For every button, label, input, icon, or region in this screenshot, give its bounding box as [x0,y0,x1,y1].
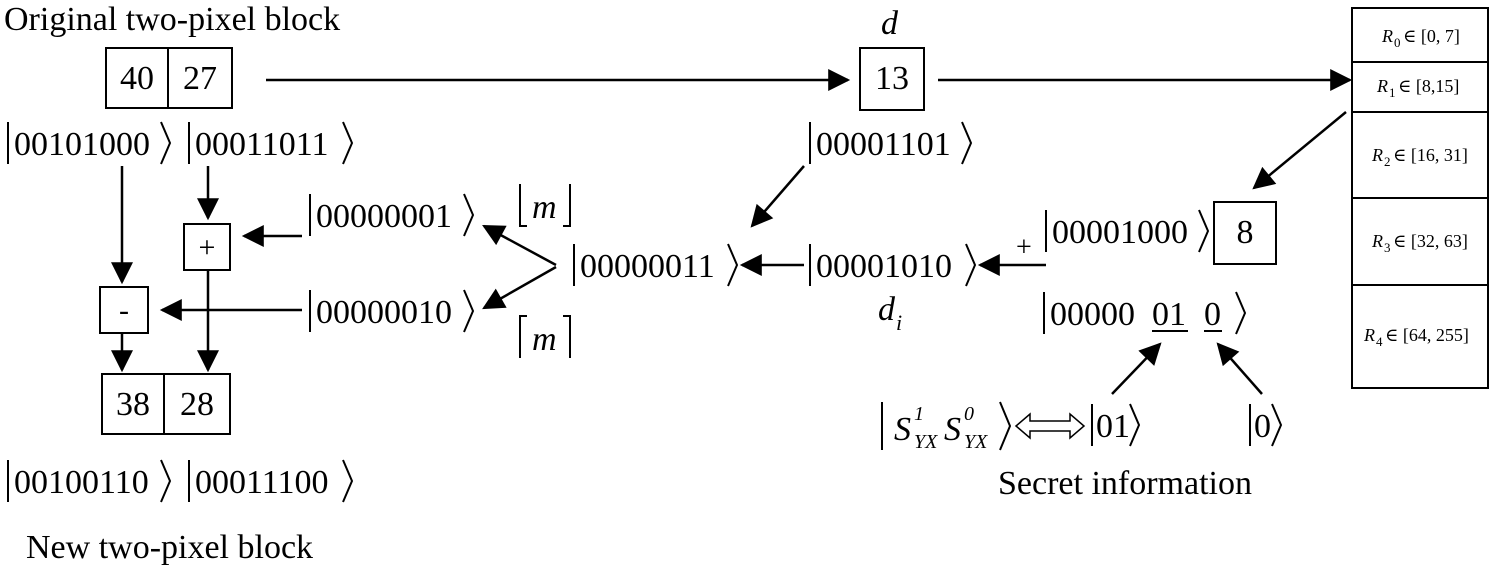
secret-s1-sup: 1 [914,403,924,425]
arrow-m-to-floor [482,224,557,267]
new-block-label: New two-pixel block [26,529,313,566]
range-r1: R 1 ∈ [8,15] [1376,76,1459,100]
secret-s1-sub: YX [914,431,938,453]
arrow-secret2-to-embed [1216,342,1263,395]
range-r0: R 0 ∈ [0, 7] [1381,26,1460,50]
secret-s0-sub: YX [964,431,988,453]
svg-text:m: m [532,189,557,226]
original-pixel-1-box [105,47,169,109]
svg-text:1: 1 [1389,85,1396,100]
new-pixel-2: 28 [180,386,214,423]
svg-text:R: R [1376,76,1388,96]
secret-bits1-ket: 01 [1091,403,1141,447]
floor-bits: 00000001 [316,198,452,235]
di-label-sub: i [896,310,902,335]
secret-s0: S [944,411,961,448]
original-bits-1: 00101000 [14,126,150,163]
original-pixel-1: 40 [120,60,154,97]
lower-bound-value: 8 [1237,214,1254,251]
secret-info-label: Secret information [998,465,1252,502]
original-bits-2: 00011011 [195,126,328,163]
svg-text:0: 0 [1394,35,1401,50]
m-bits: 00000011 [580,248,715,285]
svg-text:∈ [16, 31]: ∈ [16, 31] [1393,145,1468,165]
di-label: d [878,291,896,328]
svg-text:m: m [532,321,557,358]
plus-label: + [1016,232,1032,263]
di-bits-ket: 00001010 [809,243,977,287]
ceil-bits-ket: 00000010 [309,289,475,333]
embed-part2: 0 [1204,296,1221,333]
original-bits-2-ket: 00011011 [188,121,354,165]
original-bits-1-ket: 00101000 [7,121,172,165]
plus-op: + [199,231,216,264]
lower-bound-bits: 00001000 [1052,214,1188,251]
svg-text:2: 2 [1384,154,1391,169]
minus-op-box [99,286,149,334]
m-bits-ket: 00000011 [573,243,739,287]
svg-text:4: 4 [1376,334,1383,349]
arrow-range-to-lower-bound [1252,111,1347,190]
new-bits-2: 00011100 [195,464,328,501]
plus-op-box [183,223,231,271]
svg-text:∈ [8,15]: ∈ [8,15] [1398,76,1459,96]
new-pixel-1: 38 [116,386,150,423]
svg-text:R: R [1363,325,1375,345]
svg-text:R: R [1381,26,1393,46]
ceil-bits: 00000010 [316,294,452,331]
lower-bound-bits-ket: 00001000 [1045,209,1210,253]
svg-text:∈ [0, 7]: ∈ [0, 7] [1403,26,1460,46]
new-pixel-block: 38 28 [101,373,231,435]
lower-bound-box [1213,201,1277,265]
arrow-m-to-ceil [482,265,557,310]
secret-s0-sup: 0 [964,403,974,425]
new-bits-2-ket: 00011100 [188,459,354,503]
arrow-dbits-to-m [750,165,805,228]
original-block-label: Original two-pixel block [4,1,340,38]
svg-text:R: R [1371,231,1383,251]
d-bits-ket: 00001101 [809,121,973,165]
secret-bits1: 01 [1096,408,1130,445]
embed-ket: 00000 01 0 [1043,291,1247,335]
new-bits-1-ket: 00100110 [7,459,172,503]
svg-text:∈ [64, 255]: ∈ [64, 255] [1385,325,1469,345]
minus-op: - [119,294,129,327]
floor-bits-ket: 00000001 [309,193,475,237]
d-bits: 00001101 [816,126,951,163]
range-table: R 0 ∈ [0, 7] R 1 ∈ [8,15] R 2 ∈ [16, 31]… [1351,7,1489,389]
original-pixel-2-box [167,47,233,109]
secret-s1: S [894,411,911,448]
d-label: d [881,5,899,42]
secret-bits2: 0 [1254,408,1271,445]
svg-text:∈ [32, 63]: ∈ [32, 63] [1393,231,1468,251]
original-pixel-2: 27 [183,60,217,97]
di-bits: 00001010 [816,248,952,285]
range-r2: R 2 ∈ [16, 31] [1371,145,1468,169]
d-box [859,47,925,111]
range-r4: R 4 ∈ [64, 255] [1363,325,1469,349]
svg-text:R: R [1371,145,1383,165]
arrow-secret1-to-embed [1111,342,1162,395]
secret-bits2-ket: 0 [1249,403,1283,447]
ceil-m: m [519,315,571,358]
range-r3: R 3 ∈ [32, 63] [1371,231,1468,255]
equivalence-arrow [1014,412,1086,440]
embed-part1: 01 [1152,296,1186,333]
new-pixel-1-box [101,373,165,435]
d-value: 13 [875,60,909,97]
new-pixel-2-box [163,373,231,435]
svg-text:3: 3 [1384,240,1391,255]
embed-prefix: 00000 [1050,296,1135,333]
new-bits-1: 00100110 [14,464,149,501]
floor-m: m [519,184,571,227]
secret-s-ket: S 1 YX S 0 YX [881,401,1012,453]
original-pixel-block: 40 27 [105,47,233,109]
